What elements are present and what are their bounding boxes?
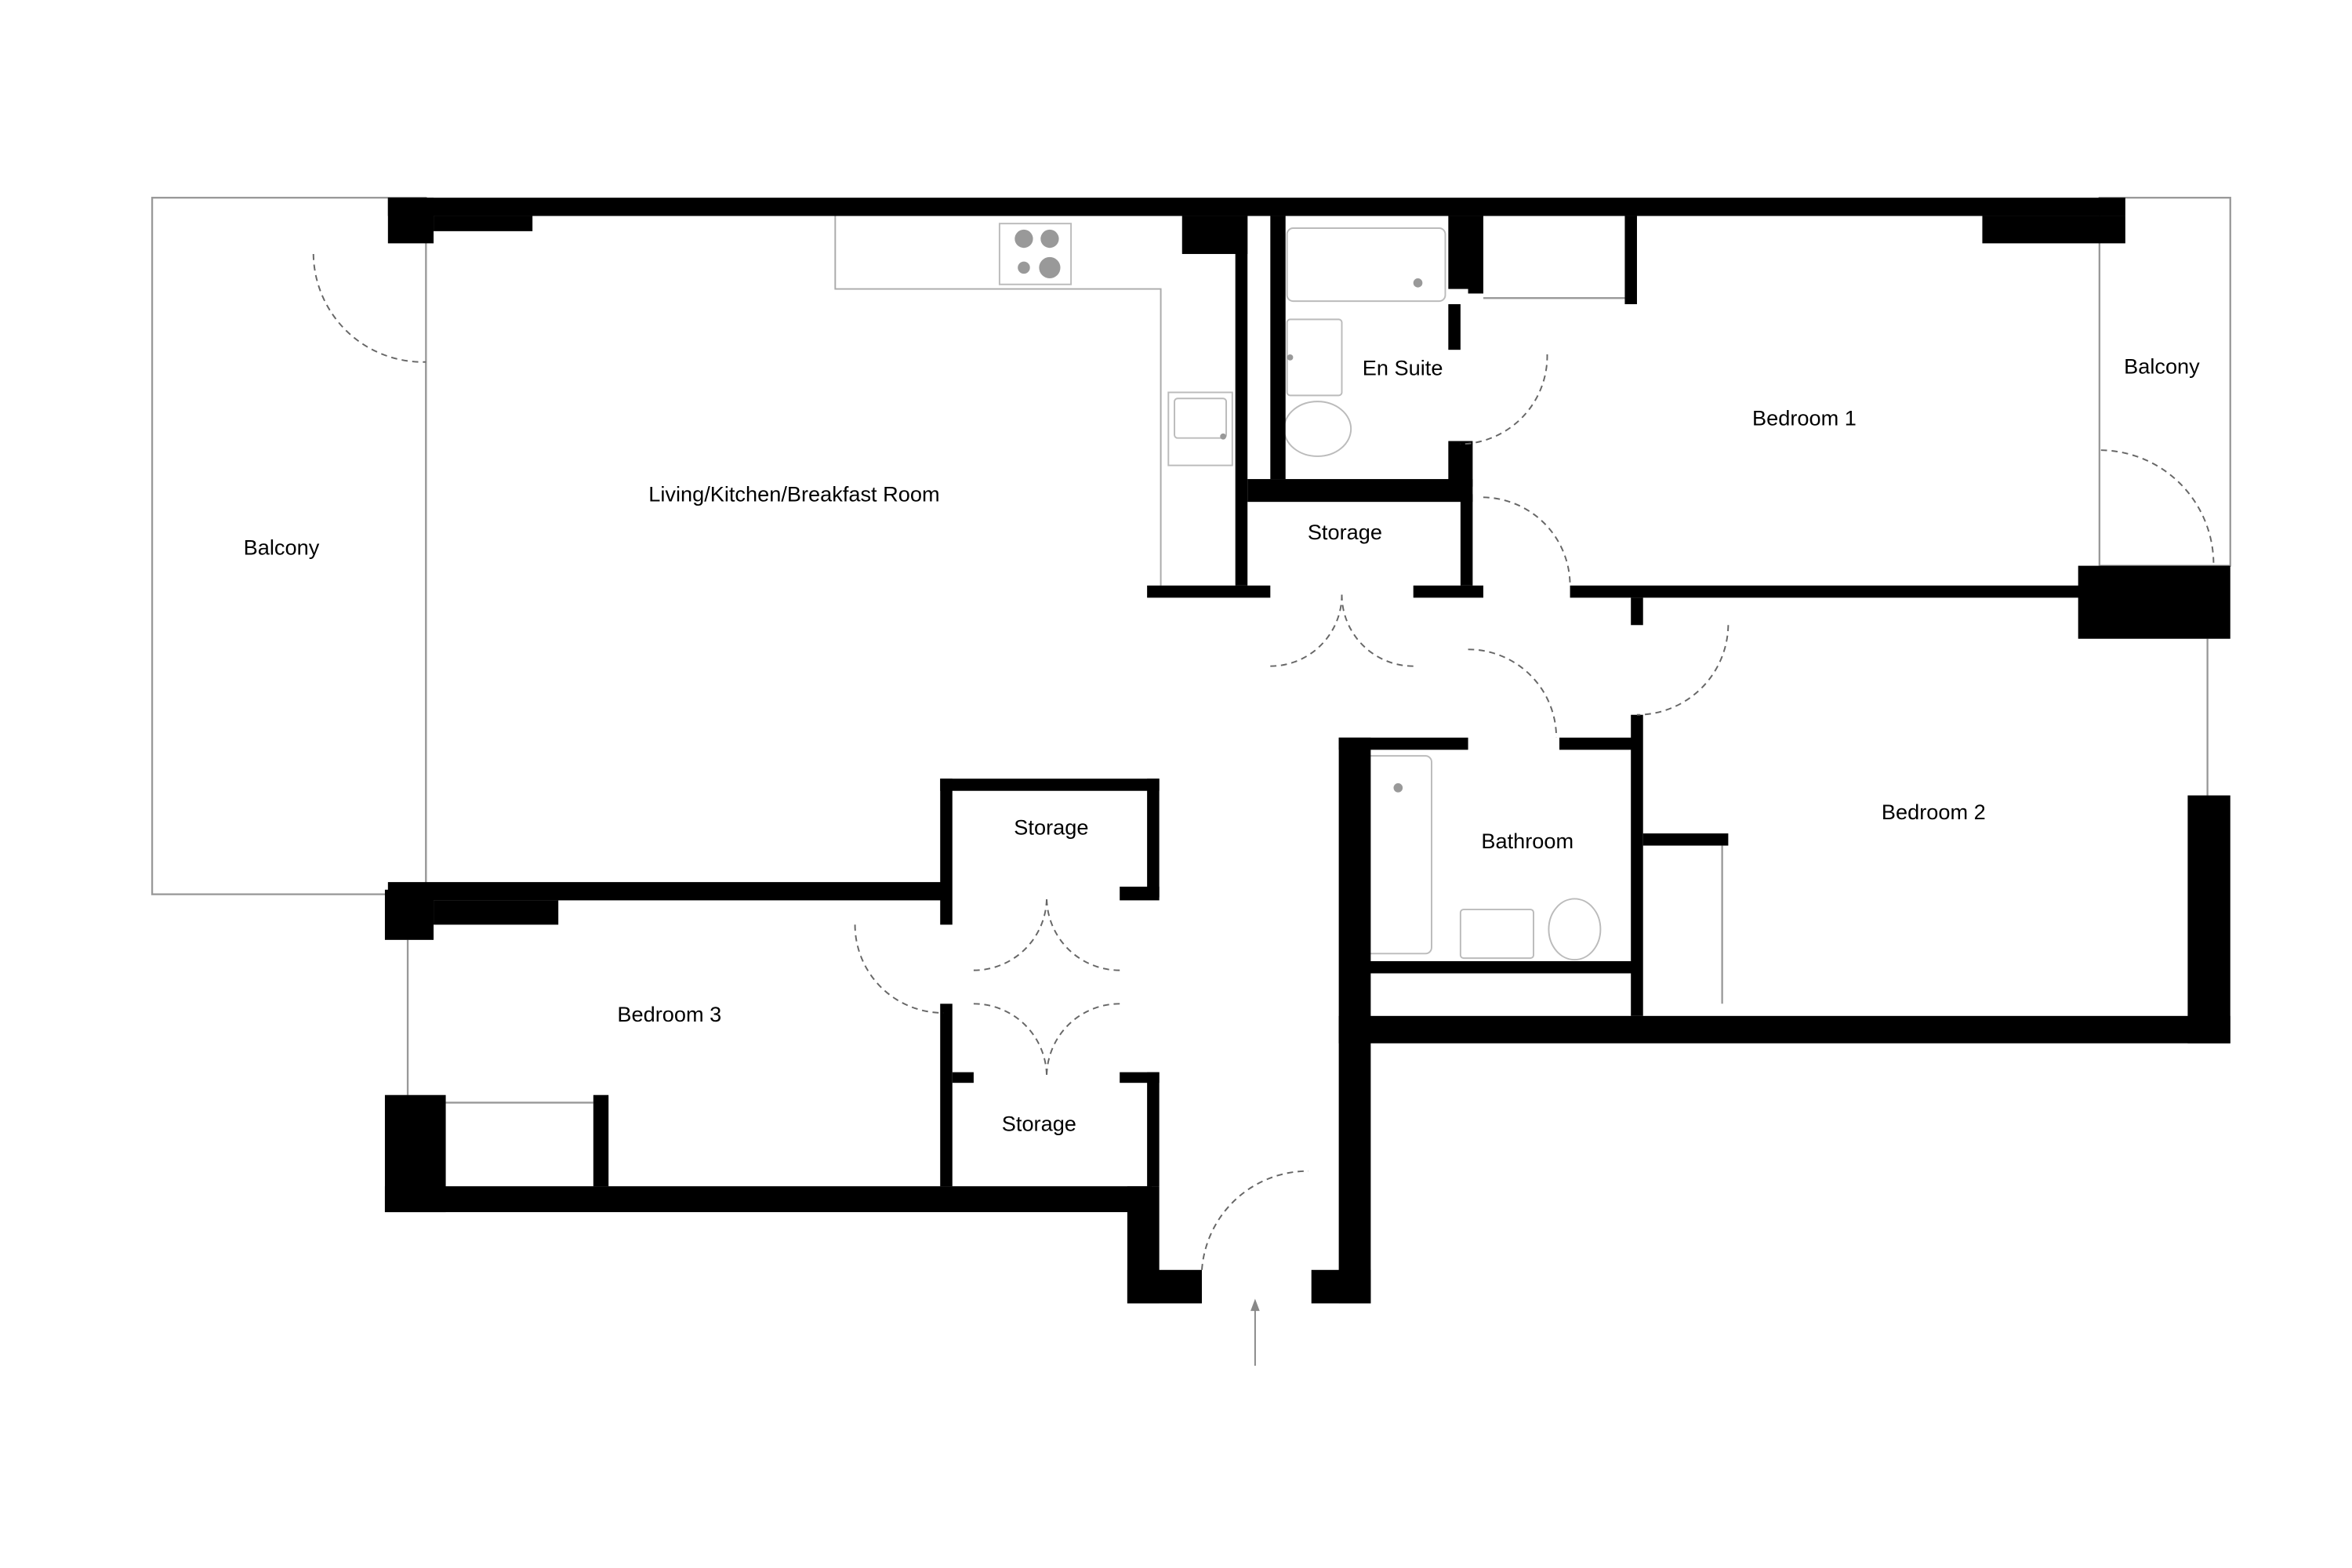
wall-segment <box>1468 216 1483 294</box>
wall-segment <box>2078 565 2230 639</box>
wall-segment <box>1413 585 1483 598</box>
wall-segment <box>1235 216 1248 586</box>
label-storage-lower: Storage <box>1002 1112 1076 1136</box>
wall-segment <box>434 216 533 231</box>
wall-segment <box>1448 441 1473 487</box>
door-swing <box>1460 354 1548 445</box>
label-living: Living/Kitchen/Breakfast Room <box>648 482 939 506</box>
wall-segment <box>1559 737 1636 750</box>
label-bedroom3: Bedroom 3 <box>617 1002 721 1026</box>
wall-segment <box>1982 216 2125 244</box>
wall-segment <box>1460 494 1473 586</box>
wall-segment <box>1147 585 1271 598</box>
wall-segment <box>387 882 951 901</box>
basin-icon <box>1286 318 1343 397</box>
wall-segment <box>952 1072 974 1083</box>
hob-icon <box>998 223 1073 285</box>
wall-segment <box>1448 303 1461 350</box>
wall-segment <box>1570 585 2085 598</box>
wall-segment <box>384 889 434 940</box>
toilet-icon <box>1283 401 1352 457</box>
door-swing <box>2100 449 2215 563</box>
door-swing <box>1046 897 1120 971</box>
wall-segment <box>384 1186 1152 1213</box>
label-balcony-east: Balcony <box>2124 354 2200 379</box>
bathtub-icon <box>1286 227 1446 303</box>
bathroom-toilet-icon <box>1548 898 1602 961</box>
wall-segment <box>1338 1015 2230 1044</box>
wall-segment <box>1338 737 1468 750</box>
balcony-east-outline <box>2098 197 2231 567</box>
door-swing <box>1270 594 1343 667</box>
wall-segment <box>1631 597 1643 626</box>
label-bedroom1: Bedroom 1 <box>1752 406 1857 430</box>
door-swing <box>1636 625 1730 716</box>
sink-icon <box>1167 391 1233 466</box>
label-storage-north: Storage <box>1308 520 1382 544</box>
door-swing <box>1201 1170 1308 1270</box>
wall-segment <box>1247 479 1473 503</box>
bathroom-bathtub-icon <box>1363 755 1432 955</box>
label-bedroom2: Bedroom 2 <box>1882 800 1986 824</box>
door-swing <box>973 1003 1048 1077</box>
door-swing <box>973 897 1048 971</box>
wall-segment <box>593 1094 609 1187</box>
doors <box>312 253 2215 1270</box>
bathroom-basin-icon <box>1459 909 1534 960</box>
door-swing <box>1468 648 1558 738</box>
wall-segment <box>1127 1269 1202 1304</box>
label-bathroom: Bathroom <box>1481 829 1573 853</box>
door-swing <box>1046 1003 1120 1077</box>
door-swing <box>1341 594 1414 667</box>
wall-segment <box>1147 1072 1160 1187</box>
entrance-arrow-icon <box>1250 1298 1260 1366</box>
label-storage-upper: Storage <box>1014 815 1088 839</box>
wall-segment <box>1147 779 1160 898</box>
wall-segment <box>1624 216 1637 304</box>
label-balcony-west: Balcony <box>244 535 320 559</box>
wall-segment <box>2187 795 2230 1044</box>
door-swing <box>312 253 426 363</box>
wall-segment <box>434 900 559 925</box>
walls <box>384 198 2230 1304</box>
wall-segment <box>1631 714 1643 1016</box>
wall-segment <box>1642 833 1729 846</box>
wall-segment <box>1120 886 1160 901</box>
wall-segment <box>387 198 434 244</box>
kitchen-counter <box>834 216 1162 586</box>
door-swing <box>854 924 944 1014</box>
wall-segment <box>940 779 953 925</box>
label-en-suite: En Suite <box>1363 356 1443 380</box>
door-swing <box>1483 496 1571 586</box>
wall-segment <box>1351 960 1636 974</box>
wall-segment <box>940 779 1160 791</box>
wall-segment <box>940 1004 953 1187</box>
wall-segment <box>1270 216 1286 480</box>
wall-segment <box>387 198 2125 216</box>
